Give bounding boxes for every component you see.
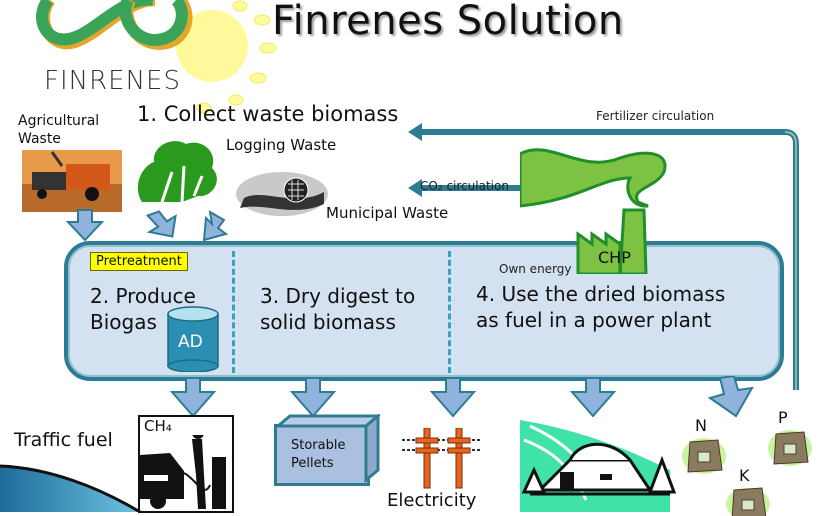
agricultural-label-line1: Agricultural: [18, 113, 100, 129]
district-heating-icon: [520, 420, 677, 512]
fertilizer-bag-p-icon: [768, 430, 812, 466]
step3-line2: solid biomass: [260, 310, 396, 334]
fertilizer-bag-k-icon: [726, 487, 770, 516]
agricultural-waste-label: Agricultural Waste: [18, 112, 99, 148]
logging-waste-label: Logging Waste: [226, 136, 337, 154]
forest-icon: [137, 141, 217, 203]
fertilizer-bag-n-icon: [682, 438, 726, 474]
pellets-line1: Storable: [291, 438, 346, 453]
slide-corner-decoration: [0, 464, 141, 512]
step3-line1: 3. Dry digest to: [260, 284, 416, 308]
logo-text: FINRENES: [44, 66, 181, 96]
pretreatment-badge: Pretreatment: [90, 252, 188, 271]
dashed-divider-2: [448, 251, 451, 373]
pellets-text: Storable Pellets: [291, 437, 345, 473]
step3-text: 3. Dry digest to solid biomass: [260, 283, 415, 335]
output-arrows: [169, 376, 754, 418]
chp-plant-icon: [520, 148, 667, 274]
input-arrows: [65, 209, 229, 242]
step4-line2: as fuel in a power plant: [476, 308, 712, 332]
sewer-pipe-icon: [236, 172, 328, 216]
ad-tank-icon: [167, 306, 219, 372]
car-refuel-icon: [140, 435, 226, 509]
co2-circulation-label: CO₂ circulation: [420, 179, 509, 193]
harvester-icon: [22, 150, 122, 212]
electricity-label: Electricity: [387, 490, 477, 511]
step2-line1: 2. Produce: [90, 284, 196, 308]
step1-label: 1. Collect waste biomass: [137, 102, 399, 126]
ch4-label: CH₄: [144, 417, 172, 435]
fertilizer-p-label: P: [778, 408, 788, 427]
traffic-fuel-label: Traffic fuel: [14, 429, 113, 451]
finrenes-logo-icon: [36, 0, 193, 50]
step2-text: 2. Produce Biogas: [90, 283, 196, 335]
own-energy-label: Own energy: [499, 262, 572, 276]
sun-icon: [176, 0, 277, 114]
power-pole-icon: [402, 428, 482, 489]
municipal-waste-label: Municipal Waste: [326, 204, 449, 222]
fertilizer-n-label: N: [695, 416, 707, 435]
pellets-box-side: [276, 414, 380, 484]
ad-label: AD: [178, 332, 203, 352]
step4-text: 4. Use the dried biomass as fuel in a po…: [476, 281, 725, 333]
step4-line1: 4. Use the dried biomass: [476, 282, 726, 306]
pellets-line2: Pellets: [291, 456, 334, 471]
step2-line2: Biogas: [90, 310, 157, 334]
fuel-pump-icon: CH₄: [138, 415, 234, 513]
dashed-divider-1: [232, 251, 235, 373]
storable-pellets-box: Storable Pellets: [274, 424, 370, 486]
agricultural-label-line2: Waste: [18, 131, 61, 147]
fertilizer-circulation-label: Fertilizer circulation: [596, 109, 715, 123]
fertilizer-k-label: K: [739, 466, 750, 485]
page-title: Finrenes Solution: [272, 0, 624, 44]
chp-label: CHP: [598, 248, 631, 267]
